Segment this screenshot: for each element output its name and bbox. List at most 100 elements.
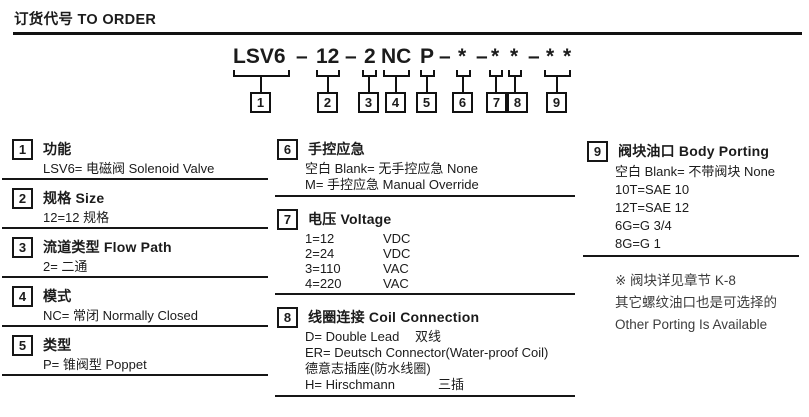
- item-number-box: 2: [12, 188, 33, 209]
- item-line: 12=12 规格: [43, 210, 110, 225]
- item-number-box: 7: [277, 209, 298, 230]
- bracket-stem-4: [395, 76, 397, 92]
- voltage-row: 2=24 VDC: [305, 246, 575, 261]
- spec-column-middle: 6 手控应急 空白 Blank= 无手控应急 None M= 手控应急 Manu…: [275, 139, 575, 397]
- code-segment-override: *: [458, 45, 467, 68]
- coil-extra-d: 双线: [415, 329, 442, 344]
- item-4-mode: 4 模式 NC= 常闭 Normally Closed: [2, 286, 268, 327]
- voltage-code: 2=24: [305, 246, 335, 261]
- bracket-stem-3: [368, 76, 370, 92]
- item-heading: 类型: [43, 337, 72, 353]
- code-dash: –: [345, 45, 357, 68]
- item-5-type: 5 类型 P= 锥阀型 Poppet: [2, 335, 268, 376]
- item-number-box: 8: [277, 307, 298, 328]
- bracket-stem-1: [260, 76, 262, 92]
- spec-column-left: 1 功能 LSV6= 电磁阀 Solenoid Valve 2 规格 Size …: [2, 139, 268, 384]
- item-2-size: 2 规格 Size 12=12 规格: [2, 188, 268, 229]
- voltage-code: 1=12: [305, 231, 335, 246]
- voltage-unit: VDC: [383, 246, 411, 261]
- item-line: NC= 常闭 Normally Closed: [43, 308, 198, 323]
- item-line: 空白 Blank= 不带阀块 None: [615, 164, 776, 179]
- code-dash: –: [439, 45, 451, 68]
- item-heading: 规格 Size: [43, 190, 105, 206]
- item-heading: 功能: [43, 141, 72, 157]
- spec-column-right: 9 阀块油口 Body Porting 空白 Blank= 不带阀块 None …: [583, 141, 799, 336]
- item-heading: 手控应急: [308, 141, 365, 157]
- code-segment-flowpath: 2: [364, 45, 376, 68]
- porting-note: ※ 阀块详见章节 K-8 其它螺纹油口也是可选择的 Other Porting …: [615, 270, 799, 336]
- note-line: Other Porting Is Available: [615, 317, 768, 332]
- item-heading: 模式: [43, 288, 72, 304]
- item-number-box: 1: [12, 139, 33, 160]
- position-box-6: 6: [452, 92, 473, 113]
- item-line: D= Double Lead 双线: [305, 329, 575, 345]
- code-segment-porting-2: *: [563, 45, 572, 68]
- bracket-stem-7: [495, 76, 497, 92]
- item-line: 德意志插座(防水线圈): [305, 361, 431, 376]
- code-dash: –: [296, 45, 308, 68]
- voltage-row: 1=12 VDC: [305, 231, 575, 246]
- position-box-9: 9: [546, 92, 567, 113]
- title-rule: [13, 32, 802, 35]
- item-line: 空白 Blank= 无手控应急 None: [305, 161, 479, 176]
- item-heading: 电压 Voltage: [308, 211, 392, 227]
- position-box-5: 5: [416, 92, 437, 113]
- item-9-body-porting: 9 阀块油口 Body Porting 空白 Blank= 不带阀块 None …: [583, 141, 799, 257]
- item-line: 10T=SAE 10: [615, 182, 690, 197]
- item-line: H= Hirschmann 三插: [305, 377, 575, 393]
- item-line: 2= 二通: [43, 259, 88, 274]
- code-segment-porting-1: *: [546, 45, 555, 68]
- item-line: P= 锥阀型 Poppet: [43, 357, 147, 372]
- item-line: 8G=G 1: [615, 236, 661, 251]
- position-box-7: 7: [486, 92, 507, 113]
- item-number-box: 5: [12, 335, 33, 356]
- voltage-code: 4=220: [305, 276, 342, 291]
- voltage-unit: VAC: [383, 276, 409, 291]
- bracket-stem-9: [556, 76, 558, 92]
- code-segment-voltage: *: [491, 45, 500, 68]
- code-dash: –: [476, 45, 488, 68]
- bracket-stem-6: [462, 76, 464, 92]
- bracket-stem-5: [426, 76, 428, 92]
- voltage-row: 3=110 VAC: [305, 261, 575, 276]
- voltage-unit: VDC: [383, 231, 411, 246]
- item-number-box: 4: [12, 286, 33, 307]
- code-segment-mode: NC: [381, 45, 412, 68]
- voltage-unit: VAC: [383, 261, 409, 276]
- bracket-stem-2: [327, 76, 329, 92]
- item-number-box: 6: [277, 139, 298, 160]
- code-segment-type: P: [420, 45, 435, 68]
- item-heading: 阀块油口 Body Porting: [618, 143, 770, 159]
- item-line: M= 手控应急 Manual Override: [305, 177, 479, 192]
- coil-code-d: D= Double Lead: [305, 329, 400, 344]
- coil-code-h: H= Hirschmann: [305, 377, 395, 392]
- item-number-box: 9: [587, 141, 608, 162]
- position-box-4: 4: [385, 92, 406, 113]
- note-line: ※ 阀块详见章节 K-8: [615, 273, 736, 288]
- code-dash: –: [528, 45, 540, 68]
- note-line: 其它螺纹油口也是可选择的: [615, 295, 777, 310]
- voltage-row: 4=220 VAC: [305, 276, 575, 291]
- voltage-code: 3=110: [305, 261, 341, 276]
- code-segment-size: 12: [316, 45, 340, 68]
- item-1-function: 1 功能 LSV6= 电磁阀 Solenoid Valve: [2, 139, 268, 180]
- code-segment-lsv6: LSV6: [233, 45, 286, 68]
- item-number-box: 3: [12, 237, 33, 258]
- position-box-3: 3: [358, 92, 379, 113]
- item-line: 12T=SAE 12: [615, 200, 690, 215]
- item-line: 6G=G 3/4: [615, 218, 672, 233]
- item-6-manual-override: 6 手控应急 空白 Blank= 无手控应急 None M= 手控应急 Manu…: [275, 139, 575, 197]
- bracket-stem-8: [514, 76, 516, 92]
- item-3-flow-path: 3 流道类型 Flow Path 2= 二通: [2, 237, 268, 278]
- coil-extra-h: 三插: [438, 377, 465, 392]
- item-heading: 线圈连接 Coil Connection: [308, 309, 480, 325]
- position-box-2: 2: [317, 92, 338, 113]
- item-line: ER= Deutsch Connector(Water-proof Coil): [305, 345, 549, 360]
- page-title: 订货代号 TO ORDER: [14, 12, 157, 28]
- position-box-1: 1: [250, 92, 271, 113]
- position-box-8: 8: [507, 92, 528, 113]
- item-line: LSV6= 电磁阀 Solenoid Valve: [43, 161, 215, 176]
